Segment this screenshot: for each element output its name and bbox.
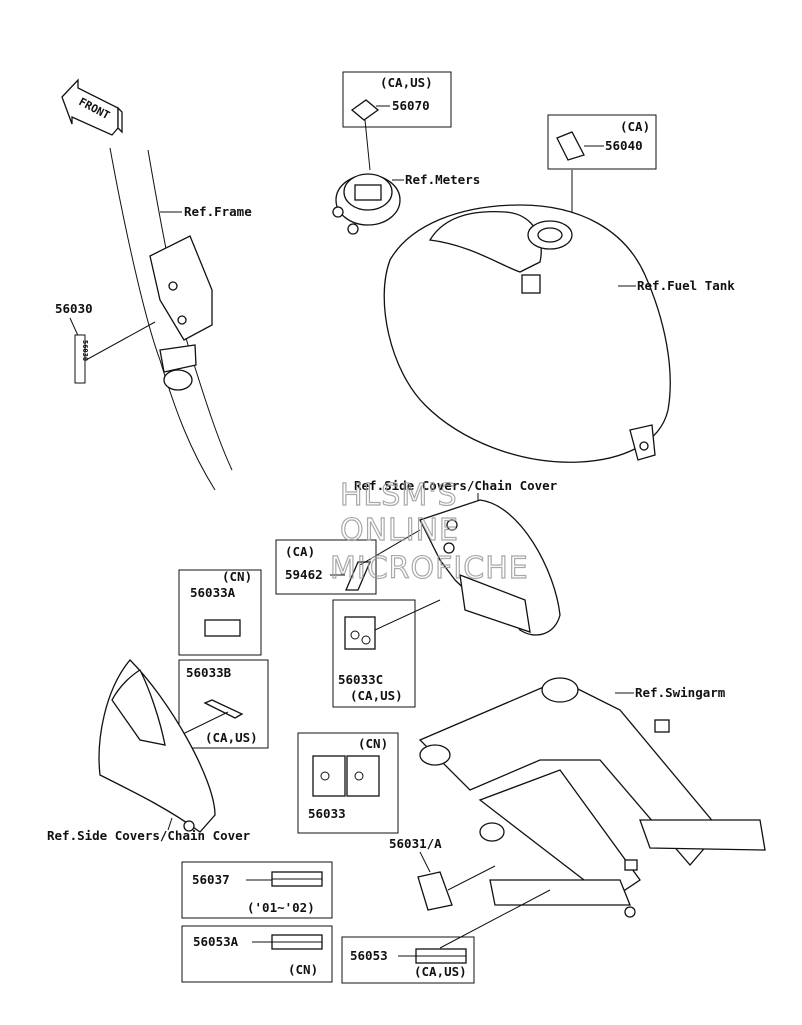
ref-side-covers-top-label: Ref.Side Covers/Chain Cover xyxy=(354,478,558,493)
svg-text:56030: 56030 xyxy=(81,340,89,361)
part-56031A-decal xyxy=(417,871,453,911)
ref-side-covers-bottom-label: Ref.Side Covers/Chain Cover xyxy=(47,828,251,843)
part-56031A-number: 56031/A xyxy=(389,836,442,851)
part-56033C-number: 56033C xyxy=(338,672,383,687)
ref-swingarm-label: Ref.Swingarm xyxy=(635,685,726,700)
part-56053-number: 56053 xyxy=(350,948,388,963)
watermark-line-3: MICROFICHE xyxy=(330,551,529,586)
meter-part xyxy=(332,173,401,235)
part-56037-region: ('01~'02) xyxy=(247,900,315,915)
part-56033-number: 56033 xyxy=(308,806,346,821)
side-cover-left-part xyxy=(98,659,216,833)
part-56033-region: (CN) xyxy=(358,736,388,751)
front-arrow-icon: FRONT xyxy=(61,78,123,136)
part-56070-region: (CA,US) xyxy=(380,75,433,90)
part-56037-number: 56037 xyxy=(192,872,230,887)
watermark-line-1: HLSM'S xyxy=(340,478,458,513)
watermark: HLSM'S ONLINE MICROFICHE xyxy=(329,477,529,586)
ref-fuel-tank-label: Ref.Fuel Tank xyxy=(637,278,735,293)
part-56053A-region: (CN) xyxy=(288,962,318,977)
part-56053-region: (CA,US) xyxy=(414,964,467,979)
ref-frame-label: Ref.Frame xyxy=(184,204,252,219)
part-59462-region: (CA) xyxy=(285,544,315,559)
part-56040-region: (CA) xyxy=(620,119,650,134)
fuel-tank-part xyxy=(383,204,671,463)
part-59462-number: 59462 xyxy=(285,567,323,582)
part-56033C-region: (CA,US) xyxy=(350,688,403,703)
ref-meters-label: Ref.Meters xyxy=(405,172,480,187)
part-56033B-number: 56033B xyxy=(186,665,232,680)
frame-part xyxy=(109,147,233,491)
part-56033B-region: (CA,US) xyxy=(205,730,258,745)
part-56053A-number: 56053A xyxy=(193,934,239,949)
part-56033A-decal xyxy=(204,619,241,637)
part-56070-number: 56070 xyxy=(392,98,430,113)
part-56033A-region: (CN) xyxy=(222,569,252,584)
part-56030-number: 56030 xyxy=(55,301,93,316)
swingarm-part xyxy=(418,677,766,918)
watermark-line-2: ONLINE xyxy=(340,513,459,548)
part-56040-number: 56040 xyxy=(605,138,643,153)
part-56033C-decal xyxy=(344,616,376,650)
side-cover-part xyxy=(419,499,561,636)
part-56030-label-decal xyxy=(74,334,86,384)
part-56033A-number: 56033A xyxy=(190,585,236,600)
